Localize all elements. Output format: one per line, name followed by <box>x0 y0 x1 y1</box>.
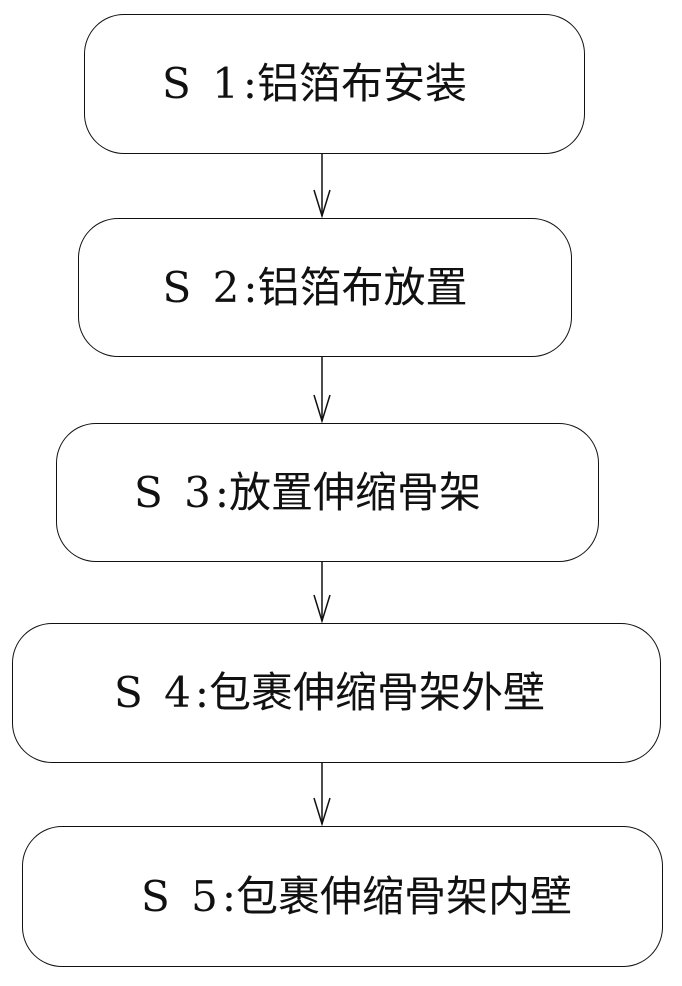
step-box-s5: S 5:包裹伸缩骨架内壁 <box>22 826 663 967</box>
arrow-s3-s4 <box>313 562 331 624</box>
step-label-s3: S 3:放置伸缩骨架 <box>134 471 481 514</box>
step-id-s3: S 3 <box>133 467 215 517</box>
step-box-s2: S 2:铝箔布放置 <box>78 218 572 357</box>
step-id-s4: S 4 <box>113 668 195 717</box>
step-separator: : <box>242 59 257 108</box>
step-box-s4: S 4:包裹伸缩骨架外壁 <box>12 623 661 763</box>
step-separator: : <box>194 668 209 717</box>
step-label-s5: S 5:包裹伸缩骨架内壁 <box>141 875 572 918</box>
step-box-s1: S 1:铝箔布安装 <box>84 14 585 154</box>
step-box-s3: S 3:放置伸缩骨架 <box>56 423 599 562</box>
step-separator: : <box>214 467 229 517</box>
arrow-s2-s3 <box>313 357 331 424</box>
step-text-s2: 铝箔布放置 <box>257 262 468 312</box>
step-label-s1: S 1:铝箔布安装 <box>162 63 467 105</box>
step-text-s4: 包裹伸缩骨架外壁 <box>209 668 546 717</box>
arrow-s4-s5 <box>313 763 331 827</box>
step-text-s5: 包裹伸缩骨架内壁 <box>236 871 573 921</box>
step-id-s2: S 2 <box>162 262 244 312</box>
step-text-s1: 铝箔布安装 <box>257 59 468 108</box>
step-separator: : <box>221 871 236 921</box>
step-label-s2: S 2:铝箔布放置 <box>162 266 467 309</box>
step-separator: : <box>243 262 258 312</box>
step-label-s4: S 4:包裹伸缩骨架外壁 <box>114 672 545 714</box>
step-text-s3: 放置伸缩骨架 <box>229 467 482 517</box>
arrow-s1-s2 <box>313 154 331 219</box>
step-id-s1: S 1 <box>161 59 243 108</box>
step-id-s5: S 5 <box>140 871 222 921</box>
